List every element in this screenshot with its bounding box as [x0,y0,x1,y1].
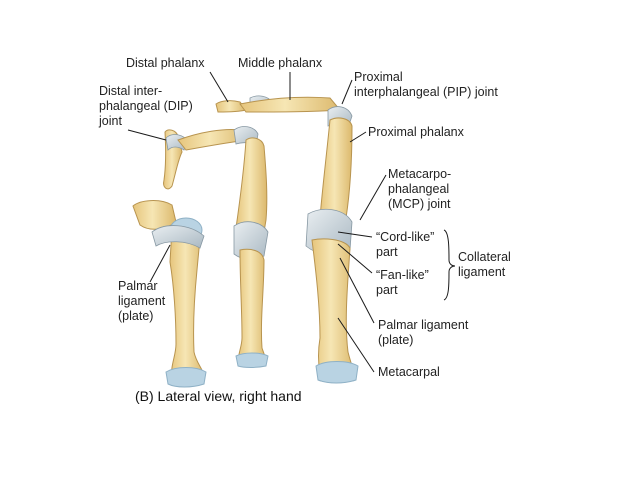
middle-proximal-phalanx [235,137,268,234]
label-dip-line1: Distal inter- [99,84,163,98]
leader-cord [337,231,373,238]
leader-palmar-right [339,257,375,324]
right-metacarpal [311,238,355,375]
middle-finger [163,126,269,368]
leader-metacarpal [337,317,375,373]
collateral-brace [443,229,456,301]
label-mcp-line3: (MCP) joint [388,197,451,211]
left-proximal-phalanx-stub [132,200,177,230]
figure-caption: (B) Lateral view, right hand [135,388,302,404]
label-palmar-left-line2: ligament [118,294,166,308]
label-middle-phalanx: Middle phalanx [238,56,323,70]
right-metacarpal-base-cartilage [315,361,359,384]
label-dip-joint: Distal inter- phalangeal (DIP) joint [99,84,193,129]
right-finger [215,95,359,384]
leader-dip [127,129,167,141]
label-palmar-left-line3: (plate) [118,309,154,323]
label-collateral-ligament: Collateral ligament [458,250,511,280]
left-metacarpal [169,224,205,379]
middle-metacarpal [237,248,267,363]
label-palmar-right-line2: (plate) [378,333,414,347]
label-palmar-left-line1: Palmar [118,279,158,293]
label-palmar-ligament-right: Palmar ligament (plate) [378,318,468,348]
leader-mcp [359,174,387,221]
leader-pip [341,79,353,105]
left-mcp-ligament [151,225,205,249]
label-cord-line1: “Cord-like” [376,230,435,244]
label-mcp-joint: Metacarpo- phalangeal (MCP) joint [388,167,451,212]
label-fan-line1: “Fan-like” [376,268,429,282]
label-metacarpal: Metacarpal [378,365,440,379]
label-mcp-line2: phalangeal [388,182,450,196]
leader-palmar-left [149,244,171,283]
label-dip-line3: joint [99,114,122,128]
label-pip-line1: Proximal [354,70,403,84]
left-finger [132,200,207,388]
label-dip-line2: phalangeal (DIP) [99,99,193,113]
label-fan-like-part: “Fan-like” part [376,268,429,298]
label-collateral-line1: Collateral [458,250,511,264]
middle-metacarpal-base-cartilage [235,352,269,368]
label-palmar-right-line1: Palmar ligament [378,318,469,332]
label-cord-line2: part [376,245,398,259]
label-mcp-line1: Metacarpo- [388,167,452,181]
leader-lines [127,71,456,373]
label-distal-phalanx: Distal phalanx [126,56,205,70]
leader-fan [337,243,373,274]
label-collateral-line2: ligament [458,265,506,279]
label-fan-line2: part [376,283,398,297]
label-palmar-ligament-left: Palmar ligament (plate) [118,279,165,324]
label-cord-like-part: “Cord-like” part [376,230,434,260]
leader-distal-phalanx [209,71,229,103]
right-proximal-phalanx [319,117,353,219]
label-proximal-phalanx: Proximal phalanx [368,125,464,139]
left-metacarpal-base-cartilage [165,367,207,388]
label-pip-line2: interphalangeal (PIP) joint [354,85,498,99]
leader-proximal-phalanx [349,131,367,143]
label-pip-joint: Proximal interphalangeal (PIP) joint [354,70,498,100]
